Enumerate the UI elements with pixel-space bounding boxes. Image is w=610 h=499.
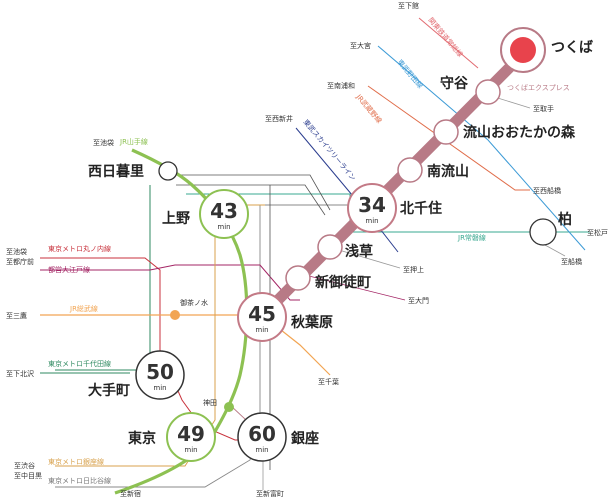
dest-nishiarai: 至西新井	[265, 114, 293, 123]
label-minaminagareyama: 南流山	[427, 163, 469, 180]
dest-toride: 至取手	[533, 104, 554, 113]
line-label-joban: JR常磐線	[457, 233, 486, 242]
line-label-musashino: JR武蔵野線	[354, 92, 384, 125]
line-tobu-park	[377, 45, 586, 251]
line-jr-musashino	[367, 85, 530, 191]
dest-mitaka: 至三鷹	[6, 311, 27, 320]
time-kitasenju-unit: min	[365, 217, 378, 225]
station-asakusa[interactable]	[317, 234, 343, 260]
label-ueno: 上野	[162, 211, 190, 227]
dest-ikebukuro-jr: 至池袋	[93, 138, 114, 147]
label-ginza: 銀座	[291, 430, 319, 447]
dest-shimodate: 至下館	[398, 1, 419, 10]
dest-nishifunabashi: 至西船橋	[533, 186, 561, 195]
line-label-ginza: 東京メトロ銀座線	[48, 457, 104, 466]
line-label-oedo: 都営大江戸線	[48, 265, 90, 274]
line-funabashi	[544, 244, 566, 257]
dest-oshiage: 至押上	[403, 265, 424, 274]
dest-shintomicho: 至新富町	[256, 489, 284, 498]
hub-akihabara[interactable]	[237, 292, 287, 342]
dest-tochomae: 至都庁前	[6, 257, 34, 266]
dest-minamiurawa: 至南浦和	[327, 81, 355, 90]
line-label-tobu-park: 東武野田線	[395, 58, 424, 91]
label-nagareyama: 流山おおたかの森	[463, 124, 576, 141]
dest-daimon: 至大門	[408, 296, 429, 305]
line-oshiage	[331, 247, 401, 269]
dest-shibuya: 至渋谷	[14, 461, 35, 470]
dest-shinjuku: 至新宿	[120, 489, 141, 498]
dest-matsudo: 至松戸	[587, 228, 608, 237]
line-label-sobu: JR総武線	[69, 304, 98, 313]
line-label-kanto: 関東鉄道常総線	[426, 16, 464, 59]
station-kashiwa[interactable]	[529, 218, 557, 246]
time-otemachi-unit: min	[153, 384, 166, 392]
dest-shimokitazawa: 至下北沢	[6, 369, 34, 378]
line-daimon	[304, 274, 406, 301]
dest-omiya: 至大宮	[350, 41, 371, 50]
time-akihabara-unit: min	[255, 326, 268, 334]
line-label-chiyoda: 東京メトロ千代田線	[48, 359, 111, 368]
time-otemachi: 50	[146, 360, 174, 384]
line-label-skytree: 東武スカイツリーライン	[301, 118, 357, 183]
station-shinokachimachi[interactable]	[285, 265, 311, 291]
time-tokyo: 49	[177, 422, 205, 446]
line-kanto	[418, 17, 479, 69]
label-akihabara: 秋葉原	[291, 314, 333, 331]
line-chiyoda	[40, 185, 151, 374]
time-ginza-unit: min	[255, 446, 268, 454]
label-kanda: 神田	[203, 398, 217, 407]
line-label-yamanote: JR山手線	[119, 137, 148, 146]
label-nishinippori: 西日暮里	[88, 163, 144, 180]
label-ochanomizu: 御茶ノ水	[180, 298, 208, 307]
dest-chiba: 至千葉	[318, 377, 339, 386]
station-moriya[interactable]	[475, 79, 501, 105]
hub-ueno[interactable]	[199, 189, 249, 239]
dest-funabashi: 至船橋	[561, 257, 582, 266]
time-tokyo-unit: min	[184, 446, 197, 454]
label-asakusa: 浅草	[345, 243, 373, 260]
hub-otemachi[interactable]	[135, 350, 185, 400]
line-label-tx: つくばエクスプレス	[507, 83, 570, 92]
station-nagareyama[interactable]	[433, 119, 459, 145]
line-marunouchi	[40, 257, 255, 441]
hub-kitasenju[interactable]	[347, 183, 397, 233]
time-kitasenju: 34	[358, 193, 386, 217]
label-otemachi: 大手町	[88, 382, 130, 399]
time-ueno: 43	[210, 199, 238, 223]
hub-tokyo[interactable]	[166, 412, 216, 462]
dest-ikebukuro-maru: 至池袋	[6, 247, 27, 256]
label-shinokachimachi: 新御徒町	[315, 274, 371, 291]
line-label-marunouchi: 東京メトロ丸ノ内線	[48, 244, 111, 253]
label-tsukuba: つくば	[551, 40, 593, 56]
station-tsukuba-dot[interactable]	[510, 37, 536, 63]
label-moriya: 守谷	[440, 75, 469, 92]
station-nishinippori[interactable]	[158, 161, 178, 181]
label-kitasenju: 北千住	[400, 200, 442, 217]
station-minaminagareyama[interactable]	[397, 157, 423, 183]
line-oedo	[40, 264, 300, 301]
label-tokyo: 東京	[128, 430, 156, 447]
station-ochanomizu[interactable]	[170, 310, 180, 320]
dest-nakameguro: 至中目黒	[14, 471, 42, 480]
station-kanda[interactable]	[224, 402, 234, 412]
time-akihabara: 45	[248, 302, 276, 326]
line-label-hibiya: 東京メトロ日比谷線	[48, 476, 111, 485]
time-ueno-unit: min	[217, 223, 230, 231]
hub-ginza[interactable]	[237, 412, 287, 462]
label-kashiwa: 柏	[558, 211, 572, 228]
time-ginza: 60	[248, 422, 276, 446]
